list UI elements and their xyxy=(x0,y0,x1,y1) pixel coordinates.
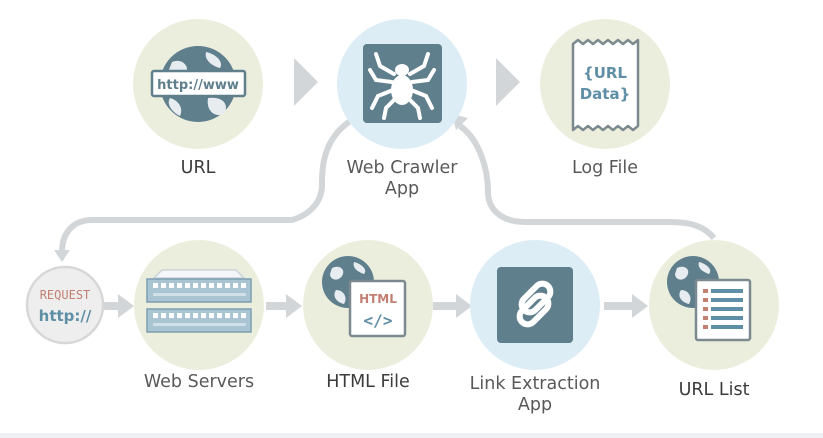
url-badge-text: http://www xyxy=(157,78,239,93)
node-htmlfile: HTML </> xyxy=(303,240,433,370)
html-tag-text: HTML xyxy=(359,292,397,306)
arrow-request-to-servers xyxy=(118,294,134,318)
url-badge xyxy=(150,69,247,98)
flow-connectors xyxy=(104,58,648,318)
logfile-text-2: Data} xyxy=(580,85,631,103)
spider-icon xyxy=(368,52,436,120)
loop-crawler-to-request xyxy=(59,117,354,253)
server-rack-icon xyxy=(146,269,252,333)
request-url-text: http:// xyxy=(39,307,92,325)
label-urllist: URL List xyxy=(678,380,750,400)
linkext-tile xyxy=(497,267,573,343)
node-webservers xyxy=(134,240,264,370)
loop-urllist-to-crawler xyxy=(458,123,717,241)
node-urllist xyxy=(649,240,779,370)
receipt-icon xyxy=(571,38,640,132)
label-logfile: Log File xyxy=(571,158,639,178)
node-crawler xyxy=(337,19,467,149)
html-code-text: </> xyxy=(364,311,393,330)
request-circle xyxy=(25,265,105,345)
arrow-servers-to-html xyxy=(286,294,302,318)
node-linkext xyxy=(470,240,600,370)
arrow-html-to-linkext xyxy=(456,294,472,318)
node-url: http://www xyxy=(133,19,263,149)
node-request: REQUEST http:// xyxy=(25,265,105,345)
request-text: REQUEST xyxy=(40,288,91,302)
arrow-url-to-crawler xyxy=(294,58,318,106)
chain-link-icon xyxy=(516,280,554,328)
webservers-circle xyxy=(134,240,264,370)
arrow-linkext-to-urllist xyxy=(632,294,648,318)
html-document-icon xyxy=(348,279,407,338)
node-logfile: {URL Data} xyxy=(540,19,670,149)
logfile-text-1: {URL xyxy=(583,64,627,82)
label-htmlfile: HTML File xyxy=(326,372,410,392)
label-webservers: Web Servers xyxy=(143,372,255,392)
arrow-crawler-to-logfile xyxy=(496,58,520,106)
list-lines xyxy=(703,289,743,329)
label-url: URL xyxy=(180,158,216,178)
footer-strip xyxy=(0,433,823,438)
